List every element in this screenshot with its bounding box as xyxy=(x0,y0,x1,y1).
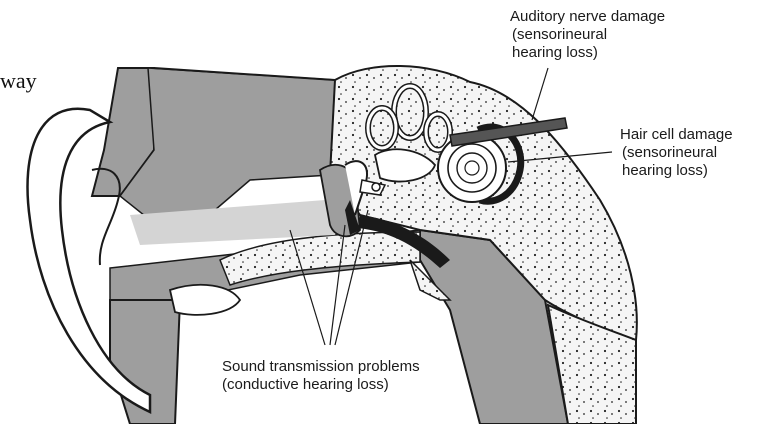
hair-cell-label-line-1: Hair cell damage xyxy=(620,126,733,144)
auditory-nerve-damage-label: Auditory nerve damage (sensorineural hea… xyxy=(510,8,665,62)
auditory-nerve-label-line-2: (sensorineural xyxy=(510,26,665,44)
hair-cell-label-line-3: hearing loss) xyxy=(620,162,733,180)
nerve-leader-line xyxy=(532,68,548,120)
sound-label-line-1: Sound transmission problems xyxy=(222,358,420,376)
cropped-text-fragment: way xyxy=(0,68,37,94)
sound-transmission-label: Sound transmission problems (conductive … xyxy=(222,358,420,394)
auditory-nerve-label-line-3: hearing loss) xyxy=(510,44,665,62)
hair-cell-damage-label: Hair cell damage (sensorineural hearing … xyxy=(620,126,733,180)
auditory-nerve-label-line-1: Auditory nerve damage xyxy=(510,8,665,26)
sound-label-line-2: (conductive hearing loss) xyxy=(222,376,420,394)
hair-cell-label-line-2: (sensorineural xyxy=(620,144,733,162)
